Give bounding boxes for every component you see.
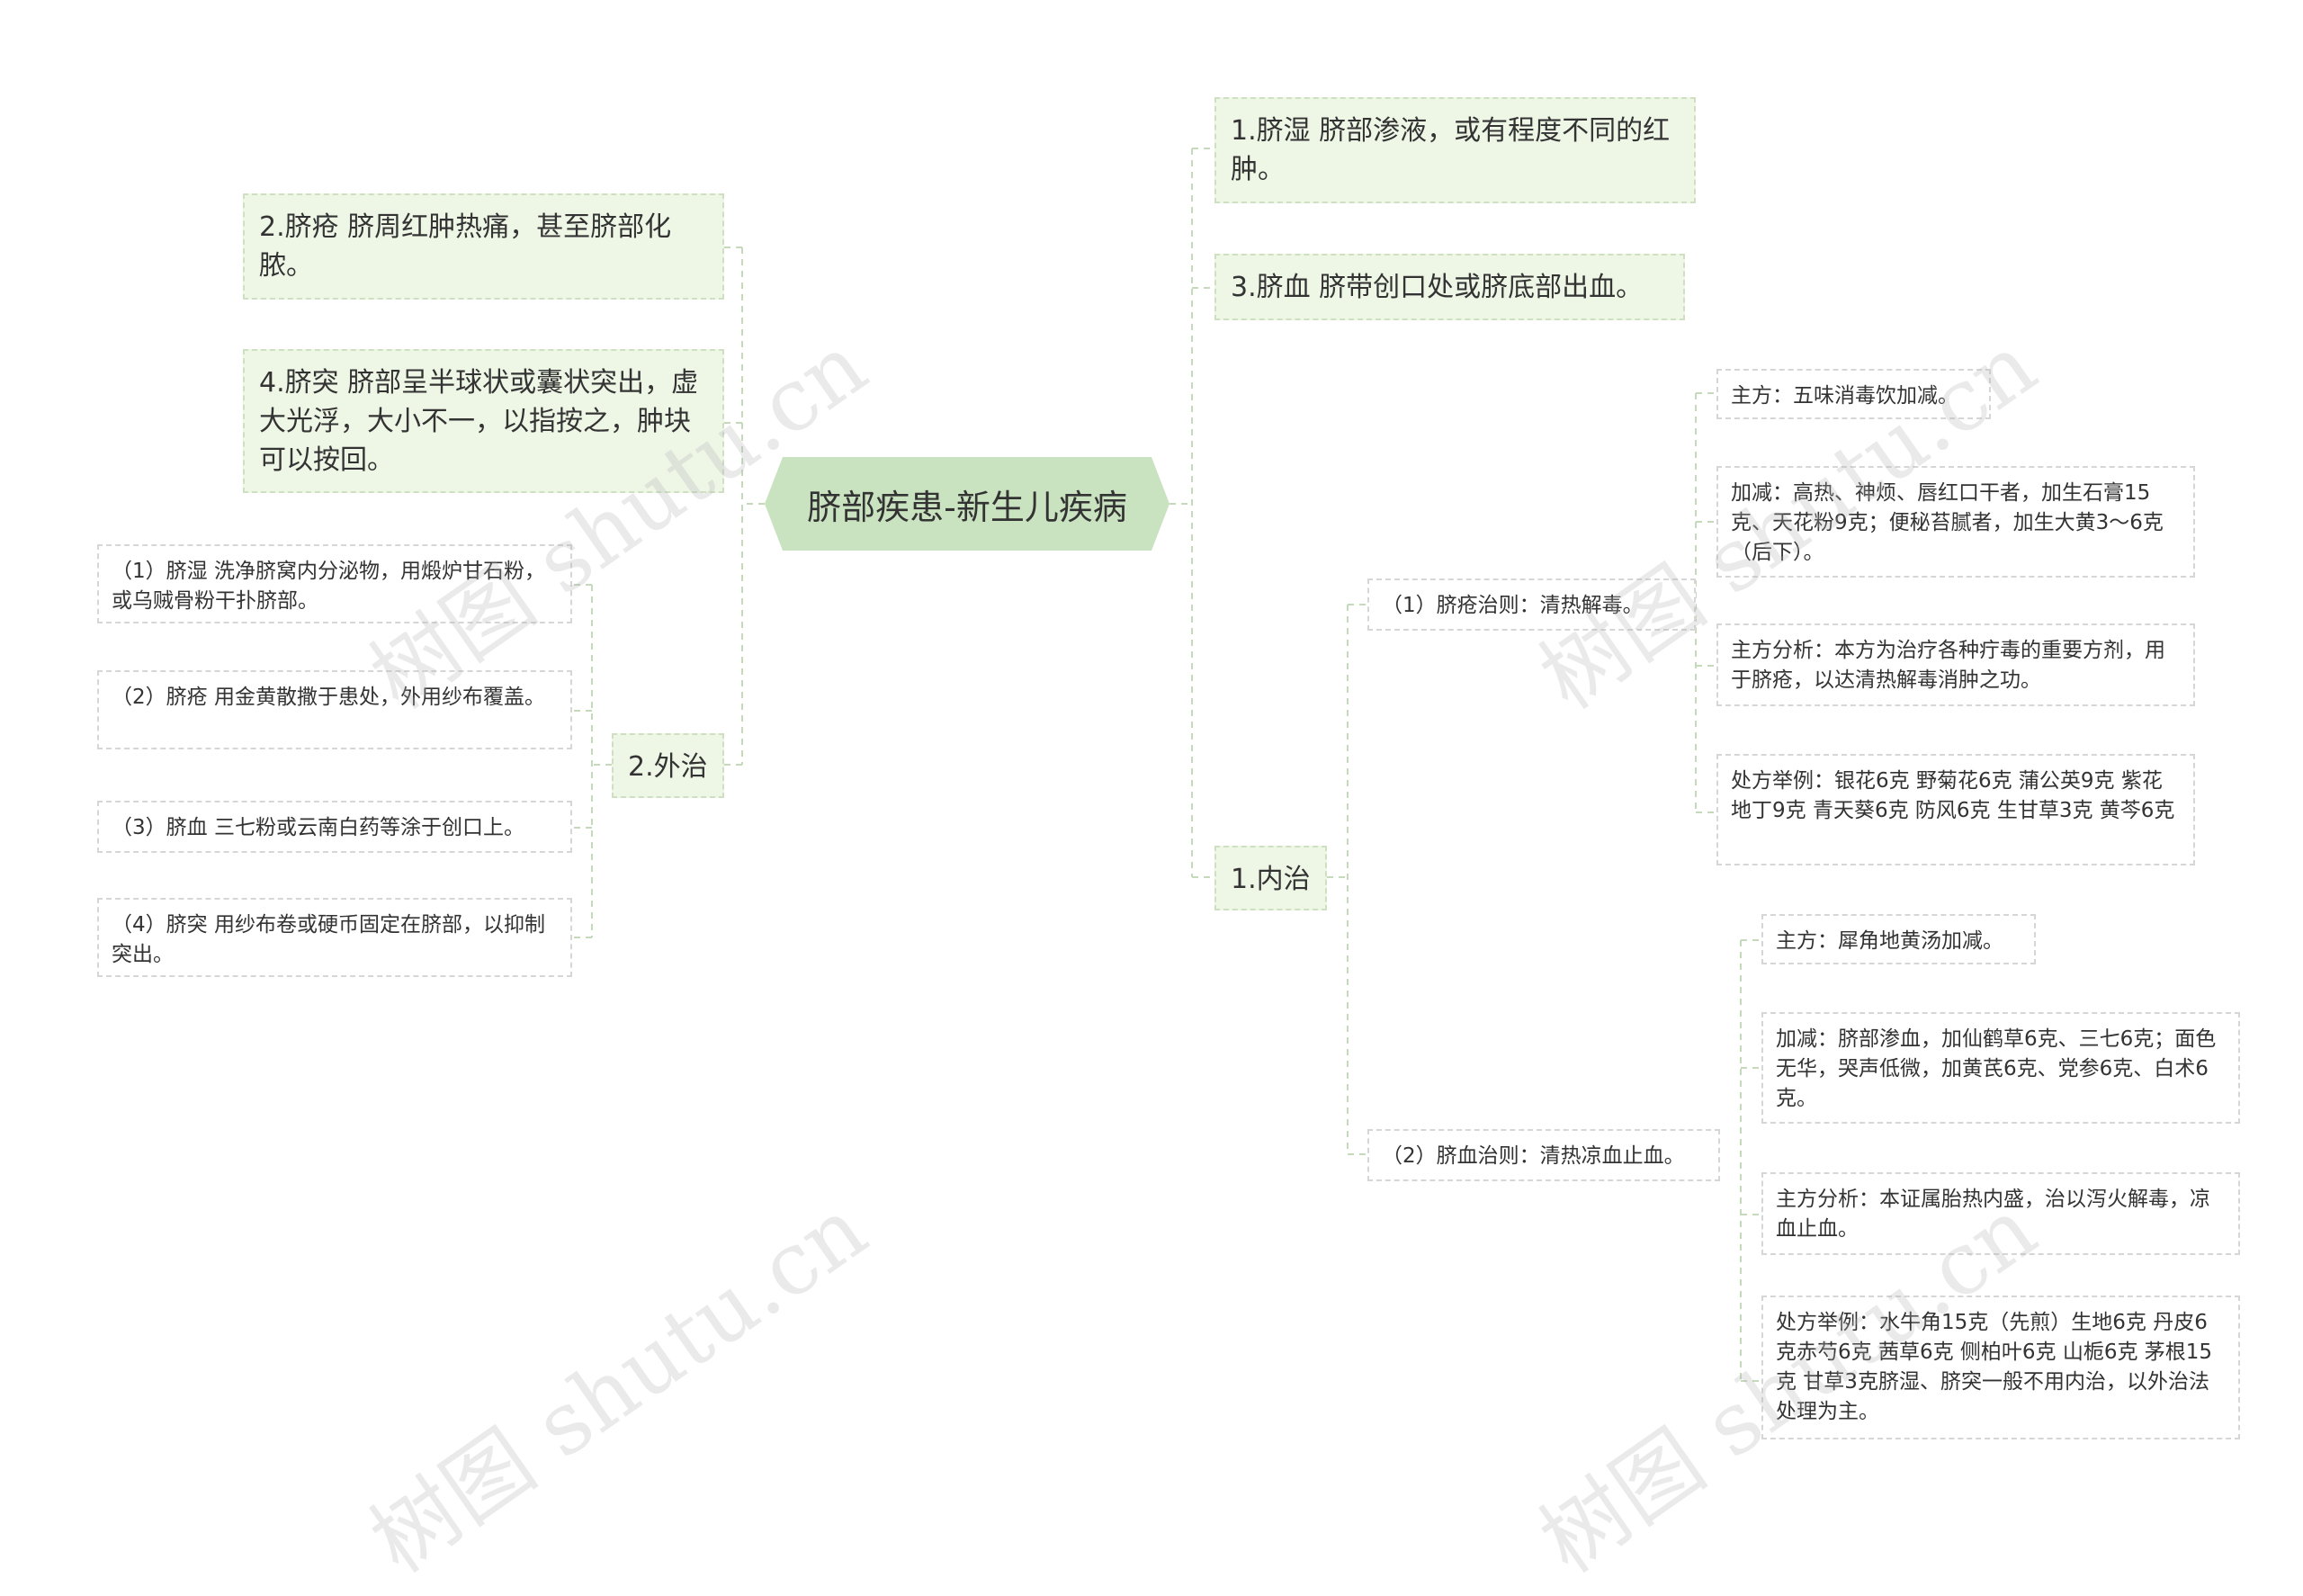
root-title: 脐部疾患-新生儿疾病: [807, 487, 1127, 527]
topic-qitu[interactable]: 4.脐突 脐部呈半球状或囊状突出，虚大光浮，大小不一，以指按之，肿块可以按回。: [243, 349, 724, 493]
neizhi-qixue-rule[interactable]: （2）脐血治则：清热凉血止血。: [1367, 1129, 1720, 1181]
qichuang-example[interactable]: 处方举例：银花6克 野菊花6克 蒲公英9克 紫花地丁9克 青天葵6克 防风6克 …: [1716, 754, 2195, 865]
root-topic[interactable]: 脐部疾患-新生儿疾病: [765, 457, 1169, 551]
topic-neizhi[interactable]: 1.内治: [1214, 846, 1327, 910]
root-hexagon-shape: [765, 457, 1169, 551]
qixue-modification[interactable]: 加减：脐部渗血，加仙鹤草6克、三七6克；面色无华，哭声低微，加黄芪6克、党参6克…: [1761, 1012, 2240, 1124]
topic-waizhi[interactable]: 2.外治: [612, 733, 724, 798]
qixue-main-formula[interactable]: 主方：犀角地黄汤加减。: [1761, 914, 2036, 964]
waizhi-item-2[interactable]: （2）脐疮 用金黄散撒于患处，外用纱布覆盖。: [97, 670, 572, 749]
topic-qishi[interactable]: 1.脐湿 脐部渗液，或有程度不同的红肿。: [1214, 97, 1696, 203]
topic-qichuang[interactable]: 2.脐疮 脐周红肿热痛，甚至脐部化脓。: [243, 193, 724, 300]
qixue-example[interactable]: 处方举例：水牛角15克（先煎）生地6克 丹皮6克赤芍6克 茜草6克 侧柏叶6克 …: [1761, 1296, 2240, 1439]
qichuang-modification[interactable]: 加减：高热、神烦、唇红口干者，加生石膏15克、天花粉9克；便秘苔腻者，加生大黄3…: [1716, 466, 2195, 578]
waizhi-item-4[interactable]: （4）脐突 用纱布卷或硬币固定在脐部，以抑制突出。: [97, 898, 572, 977]
waizhi-item-3[interactable]: （3）脐血 三七粉或云南白药等涂于创口上。: [97, 801, 572, 853]
mindmap-canvas: 脐部疾患-新生儿疾病 1.脐湿 脐部渗液，或有程度不同的红肿。 3.脐血 脐带创…: [97, 97, 2240, 1592]
connector-lines: [572, 148, 1761, 1382]
neizhi-qichuang-rule[interactable]: （1）脐疮治则：清热解毒。: [1367, 578, 1696, 631]
qichuang-main-formula[interactable]: 主方：五味消毒饮加减。: [1716, 369, 1991, 419]
waizhi-item-1[interactable]: （1）脐湿 洗净脐窝内分泌物，用煅炉甘石粉，或乌贼骨粉干扑脐部。: [97, 544, 572, 623]
qichuang-analysis[interactable]: 主方分析：本方为治疗各种疔毒的重要方剂，用于脐疮，以达清热解毒消肿之功。: [1716, 623, 2195, 706]
topic-qixue[interactable]: 3.脐血 脐带创口处或脐底部出血。: [1214, 254, 1685, 320]
qixue-analysis[interactable]: 主方分析：本证属胎热内盛，治以泻火解毒，凉血止血。: [1761, 1172, 2240, 1255]
